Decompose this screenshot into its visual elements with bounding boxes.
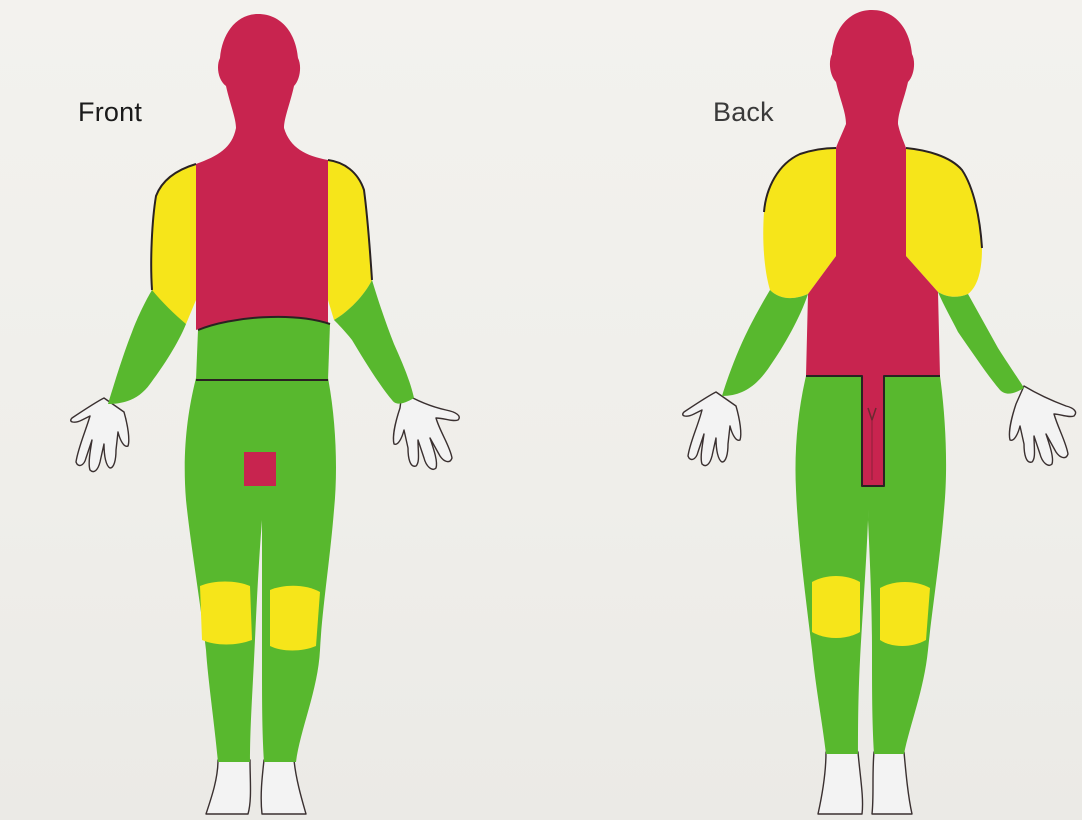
back-left-hand	[683, 392, 741, 466]
back-right-hand	[1009, 386, 1075, 465]
back-sacral-zone	[862, 376, 884, 486]
back-right-forearm	[938, 292, 1024, 394]
back-right-knee	[880, 582, 930, 646]
back-left-leg	[795, 376, 870, 754]
back-left-knee	[812, 576, 860, 638]
back-right-foot	[872, 752, 912, 814]
back-left-foot	[818, 752, 863, 814]
back-left-forearm	[722, 290, 808, 396]
